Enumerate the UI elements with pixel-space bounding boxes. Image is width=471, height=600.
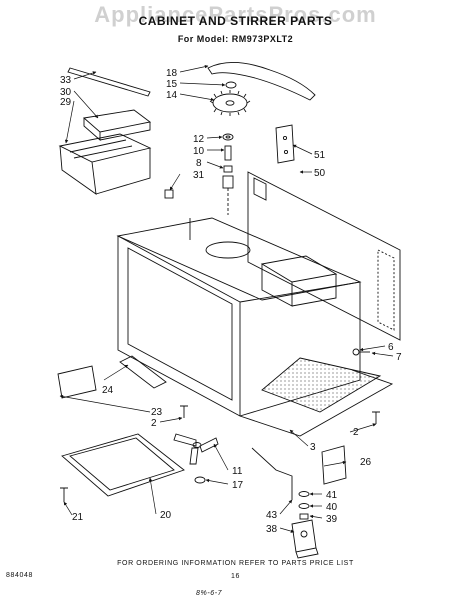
callout-40: 40 <box>326 502 338 513</box>
document-code: 884048 <box>6 572 33 579</box>
callout-8: 8 <box>196 158 202 169</box>
diagram-title: CABINET AND STIRRER PARTS <box>138 14 333 28</box>
side-cover <box>321 445 347 485</box>
callout-24: 24 <box>102 385 114 396</box>
watermark: AppliancePartsPros.com <box>94 2 377 27</box>
callout-20: 20 <box>160 510 172 521</box>
ordering-info: FOR ORDERING INFORMATION REFER TO PARTS … <box>117 560 354 567</box>
callout-15: 15 <box>166 79 178 90</box>
callout-6: 6 <box>388 342 394 353</box>
callout-18: 18 <box>166 68 178 79</box>
callout-41: 41 <box>326 490 338 501</box>
screw-left <box>180 405 188 418</box>
callout-43: 43 <box>266 510 278 521</box>
callout-29: 29 <box>60 97 72 108</box>
callout-39: 39 <box>326 514 338 525</box>
stirrer-motor <box>291 519 319 559</box>
handwritten-code: 8%-6-7 <box>196 590 223 597</box>
duct-clip <box>164 189 174 199</box>
callout-2-right: 2 <box>353 427 359 438</box>
callout-26: 26 <box>360 457 372 468</box>
door-hinge-strip <box>119 355 167 389</box>
rear-panel <box>247 171 401 341</box>
callout-labels: 18 15 14 33 30 29 12 10 8 31 51 50 6 7 2… <box>60 68 402 535</box>
fan-nut <box>194 476 206 484</box>
callout-11: 11 <box>232 466 243 477</box>
choke-panel <box>57 365 97 399</box>
callout-50: 50 <box>314 168 326 179</box>
stirrer-blade <box>209 90 251 116</box>
air-duct-assembly <box>58 109 152 195</box>
vent-strip <box>67 67 151 97</box>
washer-stack <box>298 491 310 520</box>
callout-17: 17 <box>232 480 244 491</box>
callout-12: 12 <box>193 134 205 145</box>
callout-3: 3 <box>310 442 316 453</box>
leader-lines <box>59 64 394 533</box>
callout-38: 38 <box>266 524 278 535</box>
mounting-bracket <box>275 124 295 164</box>
callout-31: 31 <box>193 170 205 181</box>
screw-right <box>372 411 380 424</box>
stirrer-gasket <box>207 62 316 101</box>
callout-2-left: 2 <box>151 418 157 429</box>
stirrer-fan <box>173 433 219 465</box>
side-fastener <box>352 348 370 356</box>
callout-14: 14 <box>166 90 178 101</box>
callout-23: 23 <box>151 407 163 418</box>
callout-7: 7 <box>396 352 402 363</box>
callout-30: 30 <box>60 87 72 98</box>
stirrer-retainer <box>225 81 237 89</box>
antenna-rod <box>251 447 293 500</box>
stirrer-shaft-stack <box>222 133 234 215</box>
callout-33: 33 <box>60 75 72 86</box>
page-number: 16 <box>231 573 240 580</box>
oven-cabinet <box>116 217 394 437</box>
bottom-tray <box>61 433 185 497</box>
callout-51: 51 <box>314 150 326 161</box>
callout-10: 10 <box>193 146 205 157</box>
callout-21: 21 <box>72 512 84 523</box>
model-line: For Model: RM973PXLT2 <box>177 34 294 44</box>
tray-screw <box>60 487 68 502</box>
